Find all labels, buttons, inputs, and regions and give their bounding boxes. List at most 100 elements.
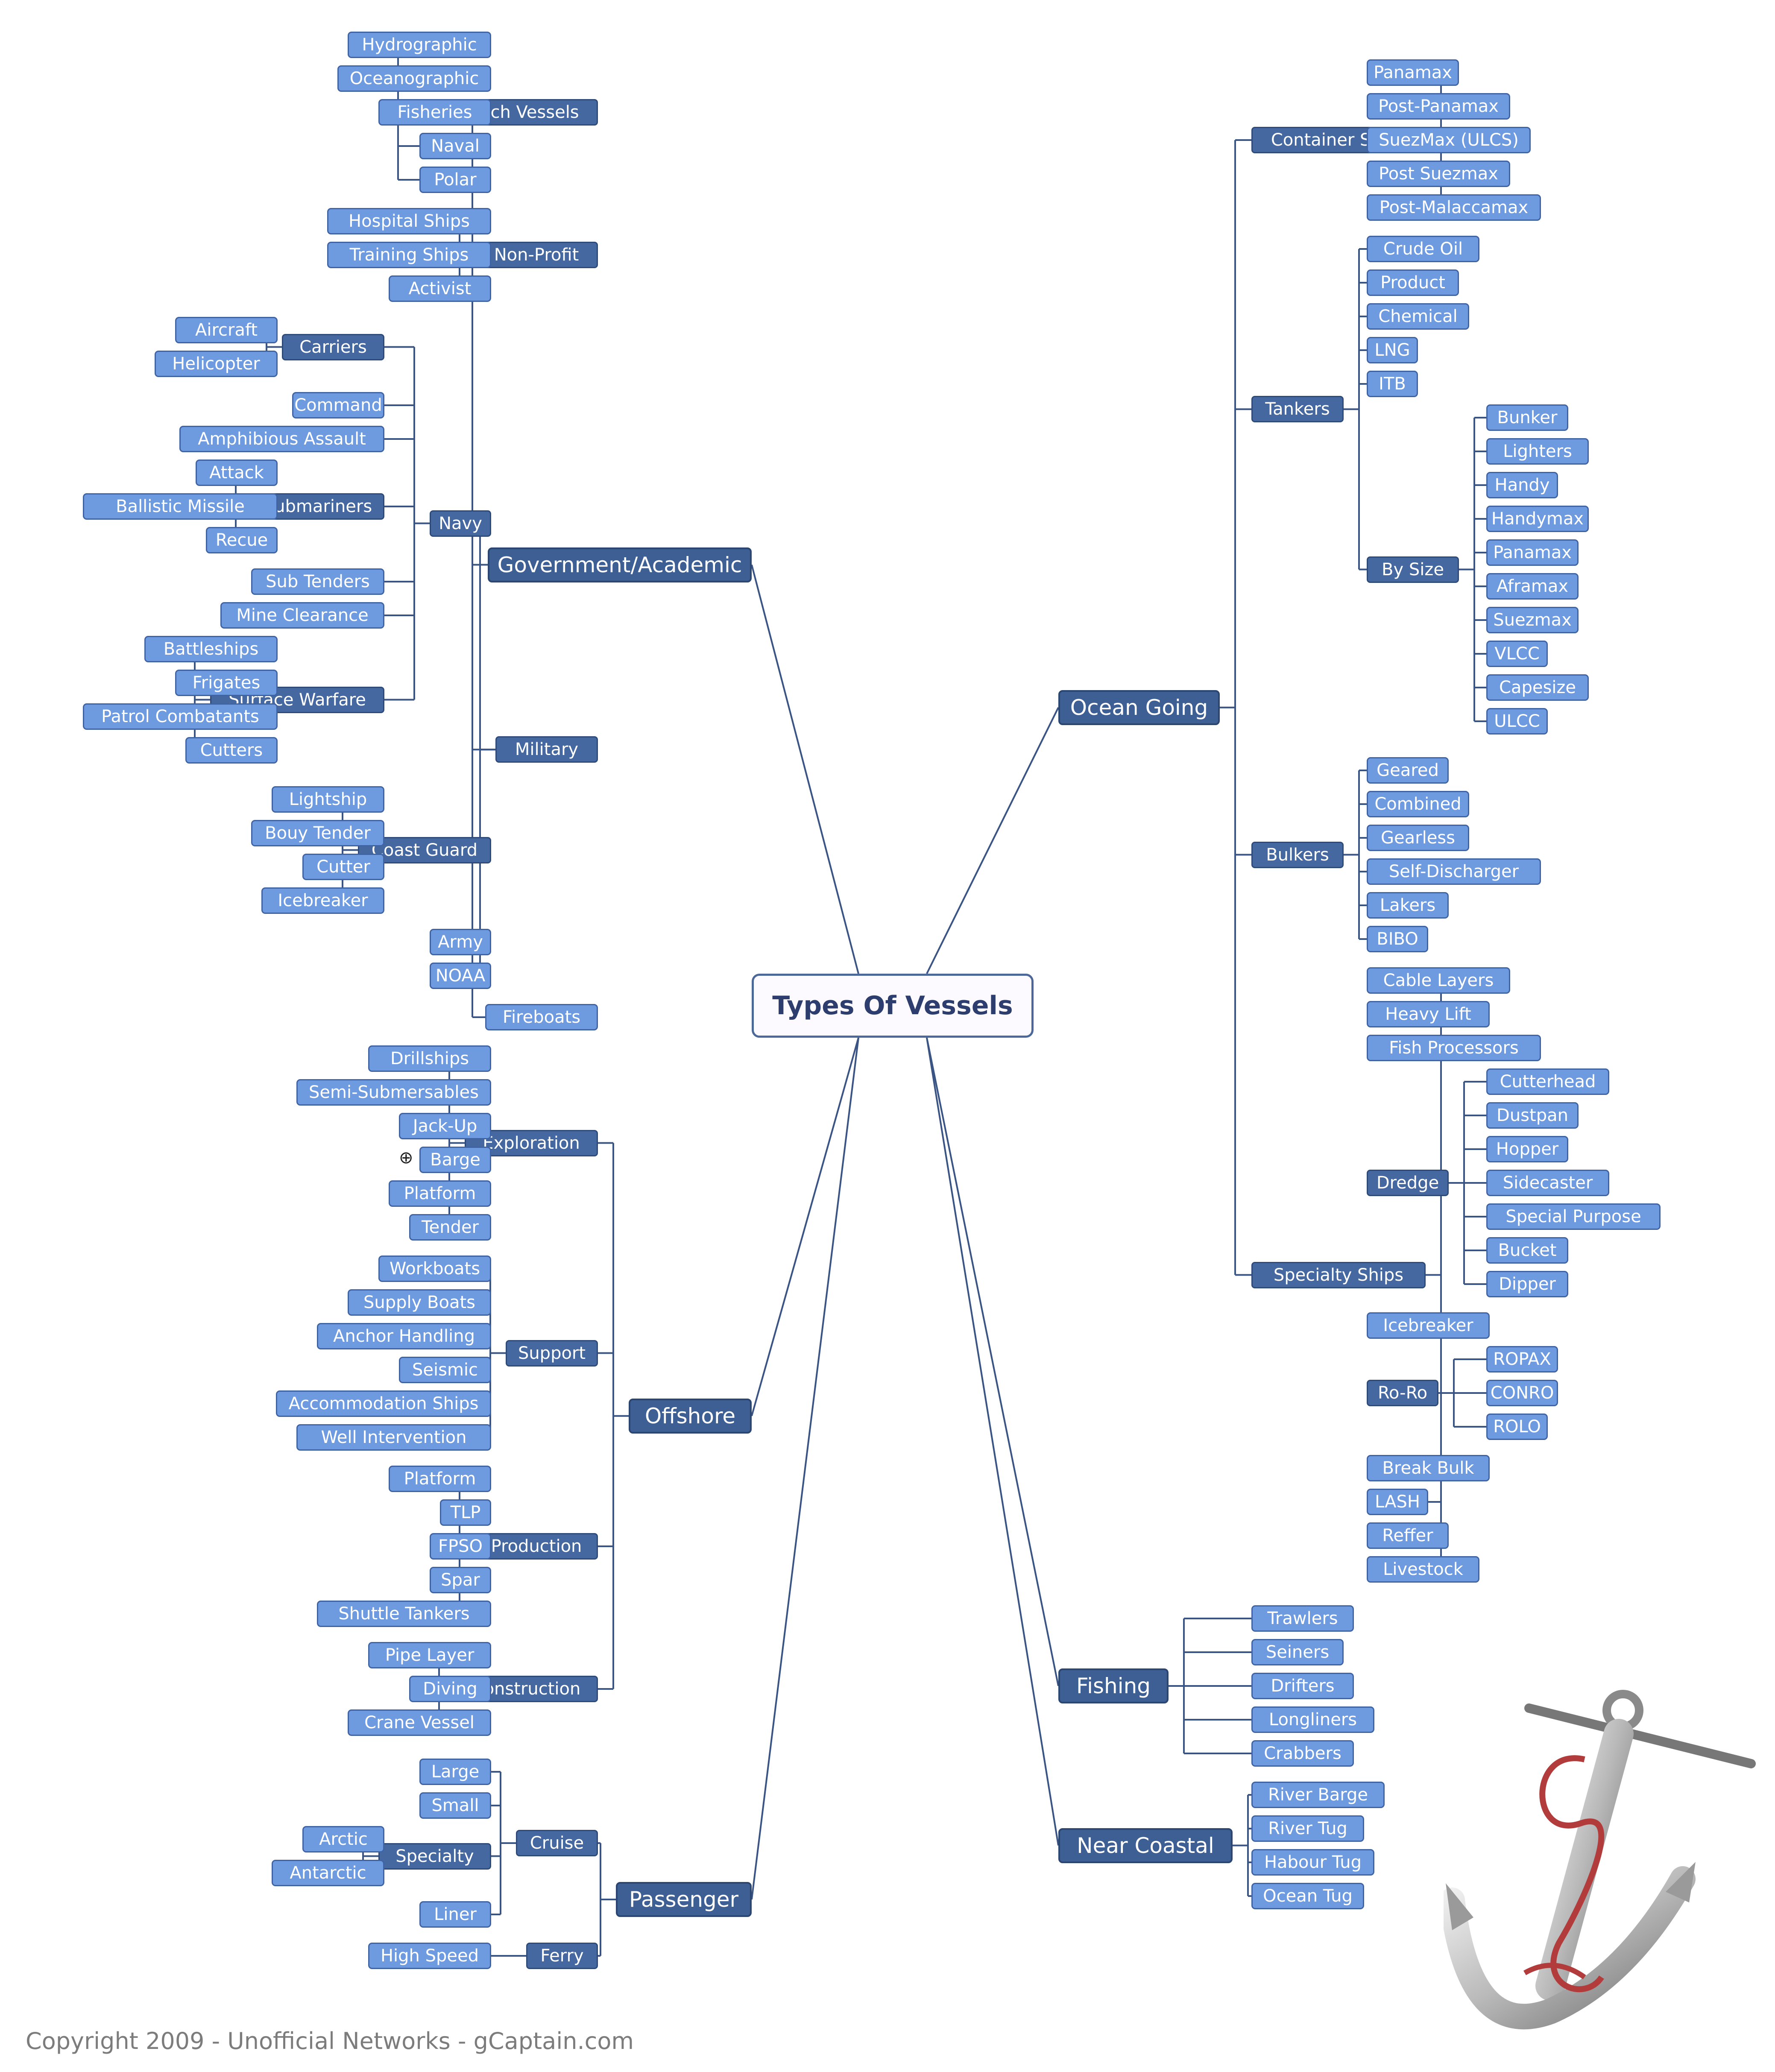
node-post-suezmax[interactable]: Post Suezmax: [1367, 161, 1510, 187]
node-diving[interactable]: Diving: [409, 1676, 491, 1702]
node-panamax[interactable]: Panamax: [1367, 59, 1459, 86]
node-fish-processors[interactable]: Fish Processors: [1367, 1035, 1541, 1061]
node-recue[interactable]: Recue: [206, 527, 278, 553]
node-tlp[interactable]: TLP: [440, 1499, 491, 1526]
node-tender[interactable]: Tender: [409, 1214, 491, 1241]
node-post-malaccamax[interactable]: Post-Malaccamax: [1367, 194, 1541, 221]
node-seiners[interactable]: Seiners: [1251, 1639, 1344, 1665]
node-panamax[interactable]: Panamax: [1486, 539, 1579, 566]
node-bibo[interactable]: BIBO: [1367, 926, 1428, 952]
node-well-intervention[interactable]: Well Intervention: [296, 1424, 491, 1451]
node-army[interactable]: Army: [430, 929, 491, 955]
node-large[interactable]: Large: [419, 1759, 491, 1785]
node-river-barge[interactable]: River Barge: [1251, 1782, 1385, 1808]
node-support[interactable]: Support: [506, 1340, 598, 1367]
node-fireboats[interactable]: Fireboats: [485, 1004, 598, 1030]
node-aframax[interactable]: Aframax: [1486, 573, 1579, 600]
node-ballistic-missile[interactable]: Ballistic Missile: [83, 493, 278, 520]
node-semi-submersables[interactable]: Semi-Submersables: [296, 1079, 491, 1106]
node-training-ships[interactable]: Training Ships: [327, 242, 491, 268]
node-conro[interactable]: CONRO: [1486, 1380, 1558, 1406]
node-cutterhead[interactable]: Cutterhead: [1486, 1068, 1609, 1095]
node-suezmax[interactable]: Suezmax: [1486, 607, 1579, 633]
node-workboats[interactable]: Workboats: [378, 1255, 491, 1282]
node-heavy-lift[interactable]: Heavy Lift: [1367, 1001, 1490, 1027]
node-specialty[interactable]: Specialty: [378, 1843, 491, 1870]
node-sidecaster[interactable]: Sidecaster: [1486, 1170, 1609, 1196]
node-bucket[interactable]: Bucket: [1486, 1237, 1568, 1264]
node-post-panamax[interactable]: Post-Panamax: [1367, 93, 1510, 120]
node-non-profit[interactable]: Non-Profit: [475, 242, 598, 268]
node-crabbers[interactable]: Crabbers: [1251, 1740, 1354, 1767]
node-liner[interactable]: Liner: [419, 1901, 491, 1928]
node-dredge[interactable]: Dredge: [1367, 1170, 1449, 1196]
node-hydrographic[interactable]: Hydrographic: [348, 32, 491, 58]
node-high-speed[interactable]: High Speed: [368, 1943, 491, 1969]
node-crude-oil[interactable]: Crude Oil: [1367, 236, 1479, 262]
node-reffer[interactable]: Reffer: [1367, 1522, 1449, 1549]
node-special-purpose[interactable]: Special Purpose: [1486, 1203, 1661, 1230]
node-combined[interactable]: Combined: [1367, 791, 1469, 817]
node-capesize[interactable]: Capesize: [1486, 674, 1589, 701]
node-itb[interactable]: ITB: [1367, 371, 1418, 397]
node-break-bulk[interactable]: Break Bulk: [1367, 1455, 1490, 1481]
node-ocean-going[interactable]: Ocean Going: [1058, 690, 1220, 725]
node-ropax[interactable]: ROPAX: [1486, 1346, 1558, 1373]
node-habour-tug[interactable]: Habour Tug: [1251, 1849, 1374, 1876]
node-hopper[interactable]: Hopper: [1486, 1136, 1568, 1162]
node-drifters[interactable]: Drifters: [1251, 1673, 1354, 1699]
node-chemical[interactable]: Chemical: [1367, 303, 1469, 330]
node-battleships[interactable]: Battleships: [144, 636, 278, 662]
node-by-size[interactable]: By Size: [1367, 556, 1459, 583]
node-activist[interactable]: Activist: [389, 275, 491, 302]
node-product[interactable]: Product: [1367, 269, 1459, 296]
node-command[interactable]: Command: [292, 392, 384, 418]
node-crane-vessel[interactable]: Crane Vessel: [348, 1709, 491, 1736]
node-antarctic[interactable]: Antarctic: [272, 1860, 384, 1886]
node-government-academic[interactable]: Government/Academic: [488, 547, 752, 582]
node-fpso[interactable]: FPSO: [430, 1533, 491, 1560]
node-navy[interactable]: Navy: [430, 510, 491, 537]
node-longliners[interactable]: Longliners: [1251, 1706, 1374, 1733]
node-sub-tenders[interactable]: Sub Tenders: [251, 568, 384, 595]
node-noaa[interactable]: NOAA: [430, 963, 491, 989]
node-naval[interactable]: Naval: [419, 133, 491, 159]
node-patrol-combatants[interactable]: Patrol Combatants: [83, 703, 278, 730]
node-shuttle-tankers[interactable]: Shuttle Tankers: [317, 1601, 491, 1627]
node-river-tug[interactable]: River Tug: [1251, 1815, 1364, 1842]
node-trawlers[interactable]: Trawlers: [1251, 1605, 1354, 1632]
node-dipper[interactable]: Dipper: [1486, 1271, 1568, 1297]
node-polar[interactable]: Polar: [419, 167, 491, 193]
node-fisheries[interactable]: Fisheries: [378, 99, 491, 126]
node-fishing[interactable]: Fishing: [1058, 1668, 1169, 1703]
node-self-discharger[interactable]: Self-Discharger: [1367, 858, 1541, 885]
node-ulcc[interactable]: ULCC: [1486, 708, 1548, 735]
node-tankers[interactable]: Tankers: [1251, 396, 1344, 423]
node-lakers[interactable]: Lakers: [1367, 892, 1449, 919]
node-spar[interactable]: Spar: [430, 1567, 491, 1593]
node-barge[interactable]: Barge: [419, 1147, 491, 1173]
node-amphibious-assault[interactable]: Amphibious Assault: [179, 426, 384, 452]
node-cable-layers[interactable]: Cable Layers: [1367, 967, 1510, 994]
node-cruise[interactable]: Cruise: [516, 1830, 598, 1856]
node-livestock[interactable]: Livestock: [1367, 1556, 1479, 1583]
node-specialty-ships[interactable]: Specialty Ships: [1251, 1261, 1426, 1288]
node-cutter[interactable]: Cutter: [302, 854, 384, 880]
node-cutters[interactable]: Cutters: [185, 737, 278, 764]
node-attack[interactable]: Attack: [196, 459, 278, 486]
node-offshore[interactable]: Offshore: [629, 1398, 752, 1434]
node-accommodation-ships[interactable]: Accommodation Ships: [276, 1390, 491, 1417]
node-near-coastal[interactable]: Near Coastal: [1058, 1828, 1233, 1863]
node-rolo[interactable]: ROLO: [1486, 1414, 1548, 1440]
node-lash[interactable]: LASH: [1367, 1489, 1428, 1515]
node-ferry[interactable]: Ferry: [526, 1943, 598, 1969]
node-icebreaker[interactable]: Icebreaker: [1367, 1312, 1490, 1339]
node-platform[interactable]: Platform: [389, 1180, 491, 1207]
node-aircraft[interactable]: Aircraft: [175, 317, 278, 343]
node-bulkers[interactable]: Bulkers: [1251, 841, 1344, 868]
node-helicopter[interactable]: Helicopter: [155, 351, 278, 377]
node-dustpan[interactable]: Dustpan: [1486, 1102, 1579, 1129]
node-carriers[interactable]: Carriers: [282, 334, 384, 360]
node-frigates[interactable]: Frigates: [175, 670, 278, 696]
node-geared[interactable]: Geared: [1367, 757, 1449, 784]
